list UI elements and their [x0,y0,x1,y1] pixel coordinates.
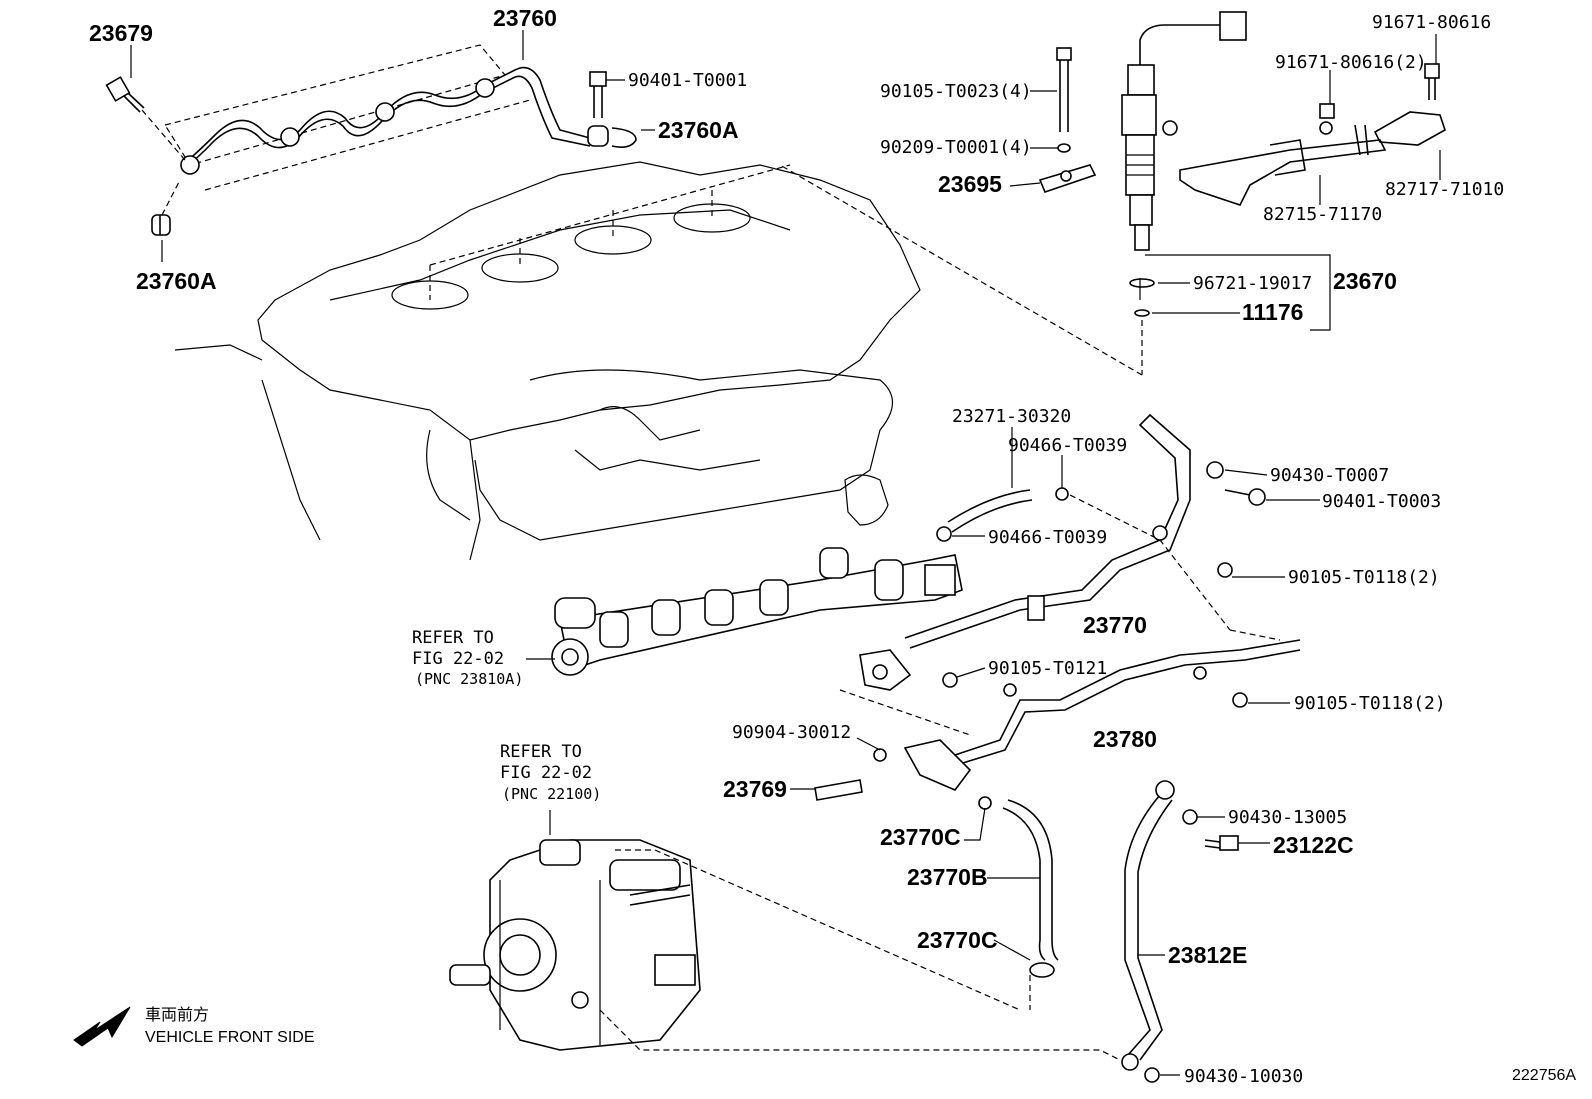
injection-pipe-group [105,44,637,236]
injector-group [779,11,1446,376]
label-82717-71010: 82717-71010 [1385,179,1504,200]
label-90105-T0118-a: 90105-T0118(2) [1288,567,1440,588]
bolt-90401-T0001 [589,71,607,118]
label-23271-30320: 23271-30320 [952,406,1071,427]
label-90401-T0001: 90401-T0001 [628,70,747,91]
label-82715-71170: 82715-71170 [1263,204,1382,225]
front-label-japanese: 車両前方 [145,1006,209,1024]
label-91671-80616-top: 91671-80616 [1372,12,1491,33]
label-96721-19017: 96721-19017 [1193,273,1312,294]
label-23812E: 23812E [1168,942,1247,968]
label-90430-10030: 90430-10030 [1184,1066,1303,1087]
label-90430-13005: 90430-13005 [1228,807,1347,828]
label-23122C: 23122C [1273,832,1354,858]
label-23769: 23769 [723,776,787,802]
label-90430-T0007: 90430-T0007 [1270,465,1389,486]
vehicle-front-indicator: 車両前方 VEHICLE FRONT SIDE [73,1006,315,1047]
label-23770C-b: 23770C [917,927,998,953]
clip-23760A-left [151,214,171,236]
leader-lines [130,30,1441,1076]
ref-rail-line3: (PNC 23810A) [415,670,523,688]
label-23679: 23679 [89,20,153,46]
engine-block-outline [174,161,921,561]
bolt-23679 [105,76,145,113]
label-90105-T0118-b: 90105-T0118(2) [1294,693,1446,714]
label-90209-T0001: 90209-T0001(4) [880,137,1032,158]
common-rail [551,547,963,676]
pipe-23780 [839,629,1301,791]
label-23770B: 23770B [907,864,988,890]
label-90466-T0039-top: 90466-T0039 [1008,435,1127,456]
ref-pump-line3: (PNC 22100) [502,785,601,803]
ref-note-rail: REFER TO FIG 22-02 (PNC 23810A) [412,628,523,688]
ref-pump-line1: REFER TO [500,742,582,762]
label-23770: 23770 [1083,612,1147,638]
bolt-90105-T0023 [1056,47,1072,132]
label-23760A-left: 23760A [136,268,217,294]
clamp-23760A-top [587,125,637,148]
front-arrow-icon [73,1006,131,1047]
bracket-82717-71010 [1373,63,1446,146]
label-90466-T0039-bot: 90466-T0039 [988,527,1107,548]
fitting-23769 [814,779,863,801]
label-90105-T0023: 90105-T0023(4) [880,81,1032,102]
ref-rail-line1: REFER TO [412,628,494,648]
label-91671-80616-2: 91671-80616(2) [1275,52,1427,73]
label-23780: 23780 [1093,726,1157,752]
pipe-23812E [1121,780,1239,1083]
label-23695: 23695 [938,171,1002,197]
ref-rail-line2: FIG 22-02 [412,649,504,669]
label-11176: 11176 [1242,299,1303,325]
front-label-english: VEHICLE FRONT SIDE [145,1029,315,1046]
ref-pump-line2: FIG 22-02 [500,763,592,783]
label-90401-T0003: 90401-T0003 [1322,491,1441,512]
pipe-23770 [859,413,1266,691]
label-23760: 23760 [493,5,557,31]
label-23760A-top: 23760A [658,117,739,143]
ref-note-pump: REFER TO FIG 22-02 (PNC 22100) [500,742,601,803]
label-90904-30012: 90904-30012 [732,722,851,743]
clamp-23695 [1038,164,1097,193]
figure-id: 222756A [1512,1067,1576,1084]
label-23770C-a: 23770C [880,824,961,850]
bracket-82715-71170 [1179,103,1387,206]
label-90105-T0121: 90105-T0121 [988,658,1107,679]
supply-pump [449,839,1121,1061]
label-23670: 23670 [1333,268,1397,294]
hose-23770B [978,796,1059,1010]
